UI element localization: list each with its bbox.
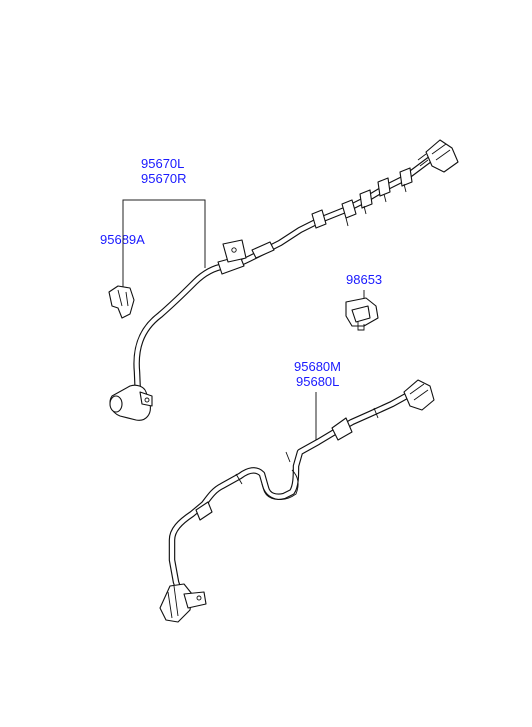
rear-sensor-connector[interactable]: [403, 379, 435, 411]
bracket-body: [108, 285, 135, 319]
label-group-front-sensor: 95670L 95670R: [141, 156, 187, 186]
rear-cable-grommet: [331, 417, 353, 441]
sensor-bolt-hole: [144, 397, 150, 403]
rear-sensor-head[interactable]: [159, 583, 207, 623]
rear-connector-ridges: [409, 383, 429, 401]
front-sensor-connector[interactable]: [417, 139, 459, 173]
front-wheel-speed-sensor-harness[interactable]: [109, 139, 459, 421]
clip-pin: [357, 322, 365, 331]
sensor-flange: [139, 391, 153, 407]
cable-clamp: [359, 189, 373, 209]
connector-ridges: [431, 143, 451, 161]
connector-wires: [417, 153, 429, 167]
rear-cable-loop: [261, 469, 299, 500]
cable-clamp: [377, 177, 391, 197]
front-sensor-head[interactable]: [109, 384, 153, 421]
rear-cable-grommet-lower: [195, 501, 213, 521]
cable-bracket-95689A[interactable]: [108, 285, 135, 319]
front-cable-clamps: [311, 167, 413, 229]
clamp-tabs: [345, 183, 407, 227]
rear-sensor-flange: [183, 591, 207, 609]
clip-loop: [351, 305, 371, 323]
part-label-95670L[interactable]: 95670L: [141, 156, 184, 171]
front-cable-sleeve: [251, 241, 275, 259]
rear-cable-marks: [235, 407, 379, 485]
cable-clamp: [311, 209, 327, 229]
sensor-tip: [109, 395, 123, 413]
leader-lines: [122, 199, 365, 440]
bracket-bolt-hole: [231, 247, 237, 253]
cable-clamp: [399, 167, 413, 187]
part-label-95680L[interactable]: 95680L: [296, 374, 339, 389]
bracket-folds: [117, 289, 129, 307]
harness-clip-98653[interactable]: [345, 297, 379, 331]
front-sensor-cable: [133, 148, 444, 400]
rear-wheel-speed-sensor-harness[interactable]: [159, 379, 435, 623]
rear-connector-body: [403, 379, 435, 411]
part-label-95680M[interactable]: 95680M: [294, 359, 341, 374]
part-label-98653[interactable]: 98653: [346, 272, 382, 287]
rear-sensor-bolt-hole: [196, 595, 202, 601]
rear-sensor-cable-core: [169, 385, 423, 603]
label-group-rear-sensor: 95680M 95680L: [294, 359, 341, 389]
rear-sensor-grooves: [167, 585, 179, 619]
cable-clamp: [341, 199, 357, 219]
part-label-95670R[interactable]: 95670R: [141, 171, 187, 186]
front-sensor-cable-core: [134, 149, 443, 399]
front-cable-mount-bracket: [222, 239, 247, 263]
